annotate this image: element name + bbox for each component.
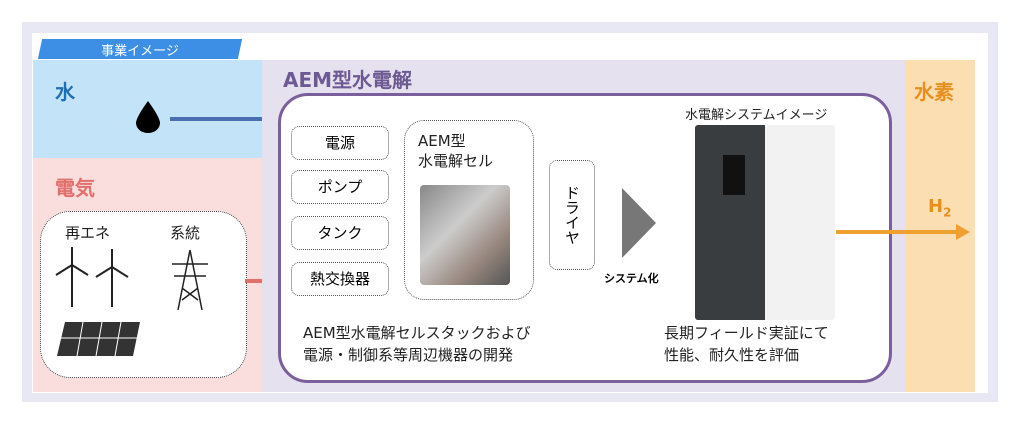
hydrogen-arrow-icon [836,224,970,240]
h2-subscript: 2 [943,205,952,220]
cell-label-2: 水電解セル [418,152,494,170]
grid-label: 系統 [170,224,201,242]
water-drop-icon [136,101,160,133]
arrow-right-icon [622,188,656,258]
desc-right-1: 長期フィールド実証にて [664,324,829,342]
component-tank: タンク [291,216,389,250]
desc-left-1: AEM型水電解セルスタックおよび [303,324,531,342]
system-image-label: 水電解システムイメージ [685,108,828,123]
aem-title: AEM型水電解 [283,68,413,92]
hydrogen-section [905,60,975,392]
cell-stack-photo [420,185,510,285]
system-display [723,155,745,195]
desc-right-2: 性能、耐久性を評価 [664,346,800,364]
component-power: 電源 [291,126,389,160]
h2-formula: H2 [928,196,951,220]
h2-symbol: H [928,196,944,217]
hydrogen-title: 水素 [914,80,954,104]
transmission-tower-icon [172,249,208,311]
tag-label: 事業イメージ [101,44,179,59]
water-connector [170,117,280,121]
systemize-label: システム化 [604,272,659,285]
cell-label-1: AEM型 [418,132,466,150]
system-photo [695,125,835,320]
dryer-box: ドライヤ [549,160,595,270]
wind-turbine-icon [55,247,129,307]
renewable-label: 再エネ [65,224,111,242]
desc-left: AEM型水電解セルスタックおよび電源・制御系等周辺機器の開発 [303,322,531,366]
desc-left-2: 電源・制御系等周辺機器の開発 [303,346,514,364]
water-title: 水 [55,80,75,104]
desc-right: 長期フィールド実証にて性能、耐久性を評価 [664,322,829,366]
component-pump: ポンプ [291,170,389,204]
electricity-title: 電気 [55,176,95,200]
component-heat-exchanger: 熱交換器 [291,262,389,296]
solar-panel-icon [57,321,140,357]
